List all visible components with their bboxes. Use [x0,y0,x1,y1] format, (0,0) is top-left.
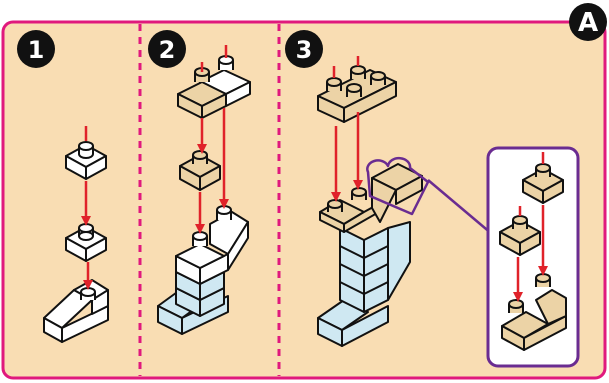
detail-callout [486,146,580,368]
step-badge-3: 3 [285,30,323,68]
step-2-assembly [157,55,251,335]
step-number-2: 2 [159,36,176,64]
callout-highlight-outline [366,156,430,216]
step-badge-1: 1 [17,30,55,68]
white-stud-brick-top [65,141,107,180]
tan-stud-brick-middle [179,150,221,191]
panel-background [1,20,607,380]
step-3-arrows [331,56,363,202]
callout-connector [427,179,493,235]
panel-id-label: A [578,8,598,38]
tan-white-brick-pair [177,55,251,119]
step-2-arrows [195,45,229,234]
step-2-base-tower [157,205,249,335]
step-number-1: 1 [28,36,45,64]
step-badge-2: 2 [148,30,186,68]
panel-id-badge: A [569,3,607,41]
step-number-3: 3 [296,36,313,64]
step-1-arrows [81,126,93,290]
